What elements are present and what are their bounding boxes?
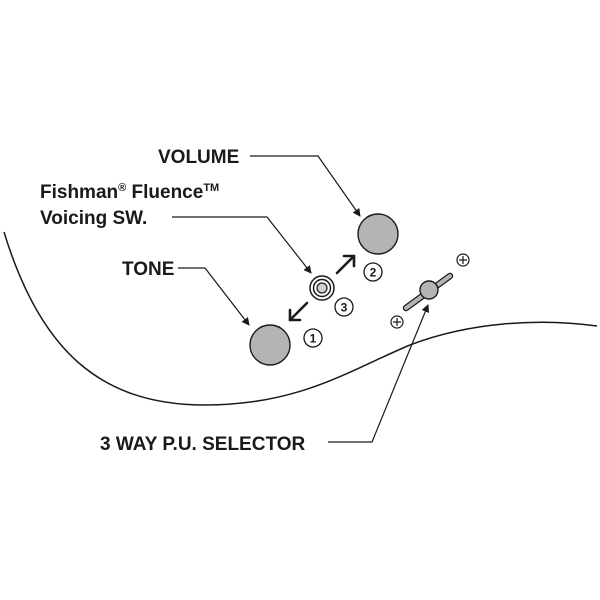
pickup-selector-label: 3 WAY P.U. SELECTOR xyxy=(100,434,305,455)
screw-lower-icon xyxy=(390,315,404,329)
fishman-switch-leader-line xyxy=(172,216,312,274)
svg-text:2: 2 xyxy=(370,266,377,280)
fishman-voicing-switch-label-line1: Fishman® FluenceTM xyxy=(40,182,219,203)
tone-label: TONE xyxy=(122,259,174,280)
svg-text:3: 3 xyxy=(341,301,348,315)
tone-knob xyxy=(249,324,291,366)
fishman-voicing-switch xyxy=(309,275,335,301)
guitar-body-outline xyxy=(3,231,598,406)
pickup-selector-switch xyxy=(402,272,454,312)
fishman-voicing-switch-label-line2: Voicing SW. xyxy=(40,208,147,229)
step-2-badge: 2 xyxy=(363,262,383,282)
screw-upper-icon xyxy=(456,253,470,267)
svg-text:1: 1 xyxy=(310,332,317,346)
tone-leader-line xyxy=(178,267,250,326)
volume-label: VOLUME xyxy=(158,147,239,168)
volume-knob xyxy=(357,213,399,255)
volume-leader-line xyxy=(250,155,361,217)
step-1-badge: 1 xyxy=(303,328,323,348)
step-3-badge: 3 xyxy=(334,297,354,317)
arrow-toward-tone xyxy=(288,301,309,322)
arrow-toward-volume xyxy=(335,254,356,275)
pickup-selector-leader-line xyxy=(328,304,430,443)
